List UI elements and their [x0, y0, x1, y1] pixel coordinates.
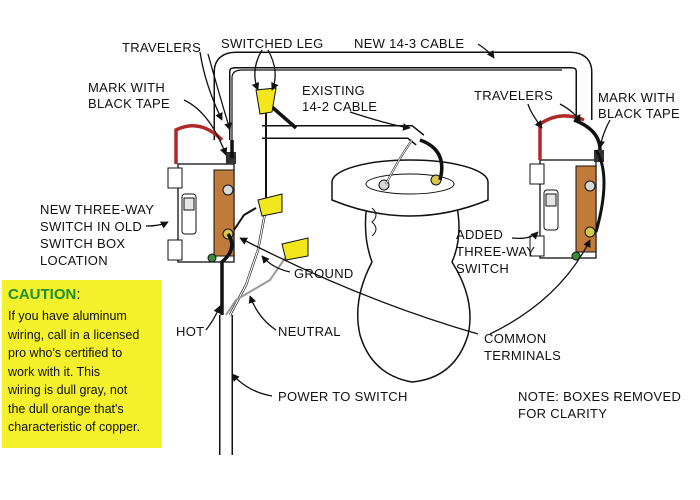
- label-note-2: FOR CLARITY: [518, 406, 607, 421]
- label-new-switch-3: SWITCH BOX: [40, 236, 125, 251]
- label-new-switch-2: SWITCH IN OLD: [40, 219, 142, 234]
- light-wires: [385, 138, 444, 185]
- caution-title: CAUTION:: [8, 286, 156, 303]
- new-14-3-cable: [213, 51, 593, 140]
- caution-line: work with it. This: [8, 364, 101, 379]
- left-three-way-switch: [167, 152, 236, 263]
- caution-line: If you have aluminum: [8, 309, 127, 323]
- label-travelers-left: TRAVELERS: [122, 40, 201, 55]
- caution-line: wiring, call in a licensed: [8, 327, 140, 342]
- caution-line: pro who's certified to: [8, 346, 123, 360]
- label-common-1: COMMON: [484, 331, 546, 346]
- right-three-way-switch: [529, 150, 604, 261]
- label-added-switch-3: SWITCH: [456, 261, 509, 276]
- label-neutral: NEUTRAL: [278, 324, 341, 339]
- wire-nuts: [255, 87, 309, 261]
- light-fixture: [331, 159, 489, 383]
- label-mark-tape-right-1: MARK WITH: [598, 90, 675, 105]
- label-mark-tape-left-2: BLACK TAPE: [88, 96, 170, 111]
- caution-title-colon: :: [76, 286, 81, 303]
- label-existing-2: 14-2 CABLE: [302, 99, 377, 114]
- label-note-1: NOTE: BOXES REMOVED: [518, 389, 681, 404]
- label-added-switch-1: ADDED: [456, 227, 503, 242]
- label-new-switch-1: NEW THREE-WAY: [40, 202, 154, 217]
- labels: TRAVELERS SWITCHED LEG NEW 14-3 CABLE MA…: [40, 36, 681, 421]
- caution-line: characteristic of copper.: [8, 420, 141, 434]
- label-power-to-switch: POWER TO SWITCH: [278, 389, 408, 404]
- label-hot: HOT: [176, 324, 204, 339]
- label-switched-leg: SWITCHED LEG: [221, 36, 324, 51]
- caution-line: wiring is dull gray, not: [8, 383, 128, 397]
- label-new-switch-4: LOCATION: [40, 253, 108, 268]
- label-added-switch-2: THREE-WAY: [456, 244, 535, 259]
- label-existing-1: EXISTING: [302, 83, 365, 98]
- label-common-2: TERMINALS: [484, 348, 561, 363]
- label-mark-tape-right-2: BLACK TAPE: [598, 106, 680, 121]
- leader-lines: [145, 43, 611, 397]
- caution-line: the dull orange that's: [8, 401, 124, 416]
- caution-box: CAUTION: If you have aluminum wiring, ca…: [2, 280, 162, 448]
- label-new-14-3-cable: NEW 14-3 CABLE: [354, 36, 464, 51]
- existing-14-2-cable: [262, 125, 425, 146]
- caution-title-text: CAUTION: [8, 286, 77, 303]
- label-travelers-right: TRAVELERS: [474, 88, 553, 103]
- label-ground: GROUND: [294, 266, 354, 281]
- label-mark-tape-left-1: MARK WITH: [88, 80, 165, 95]
